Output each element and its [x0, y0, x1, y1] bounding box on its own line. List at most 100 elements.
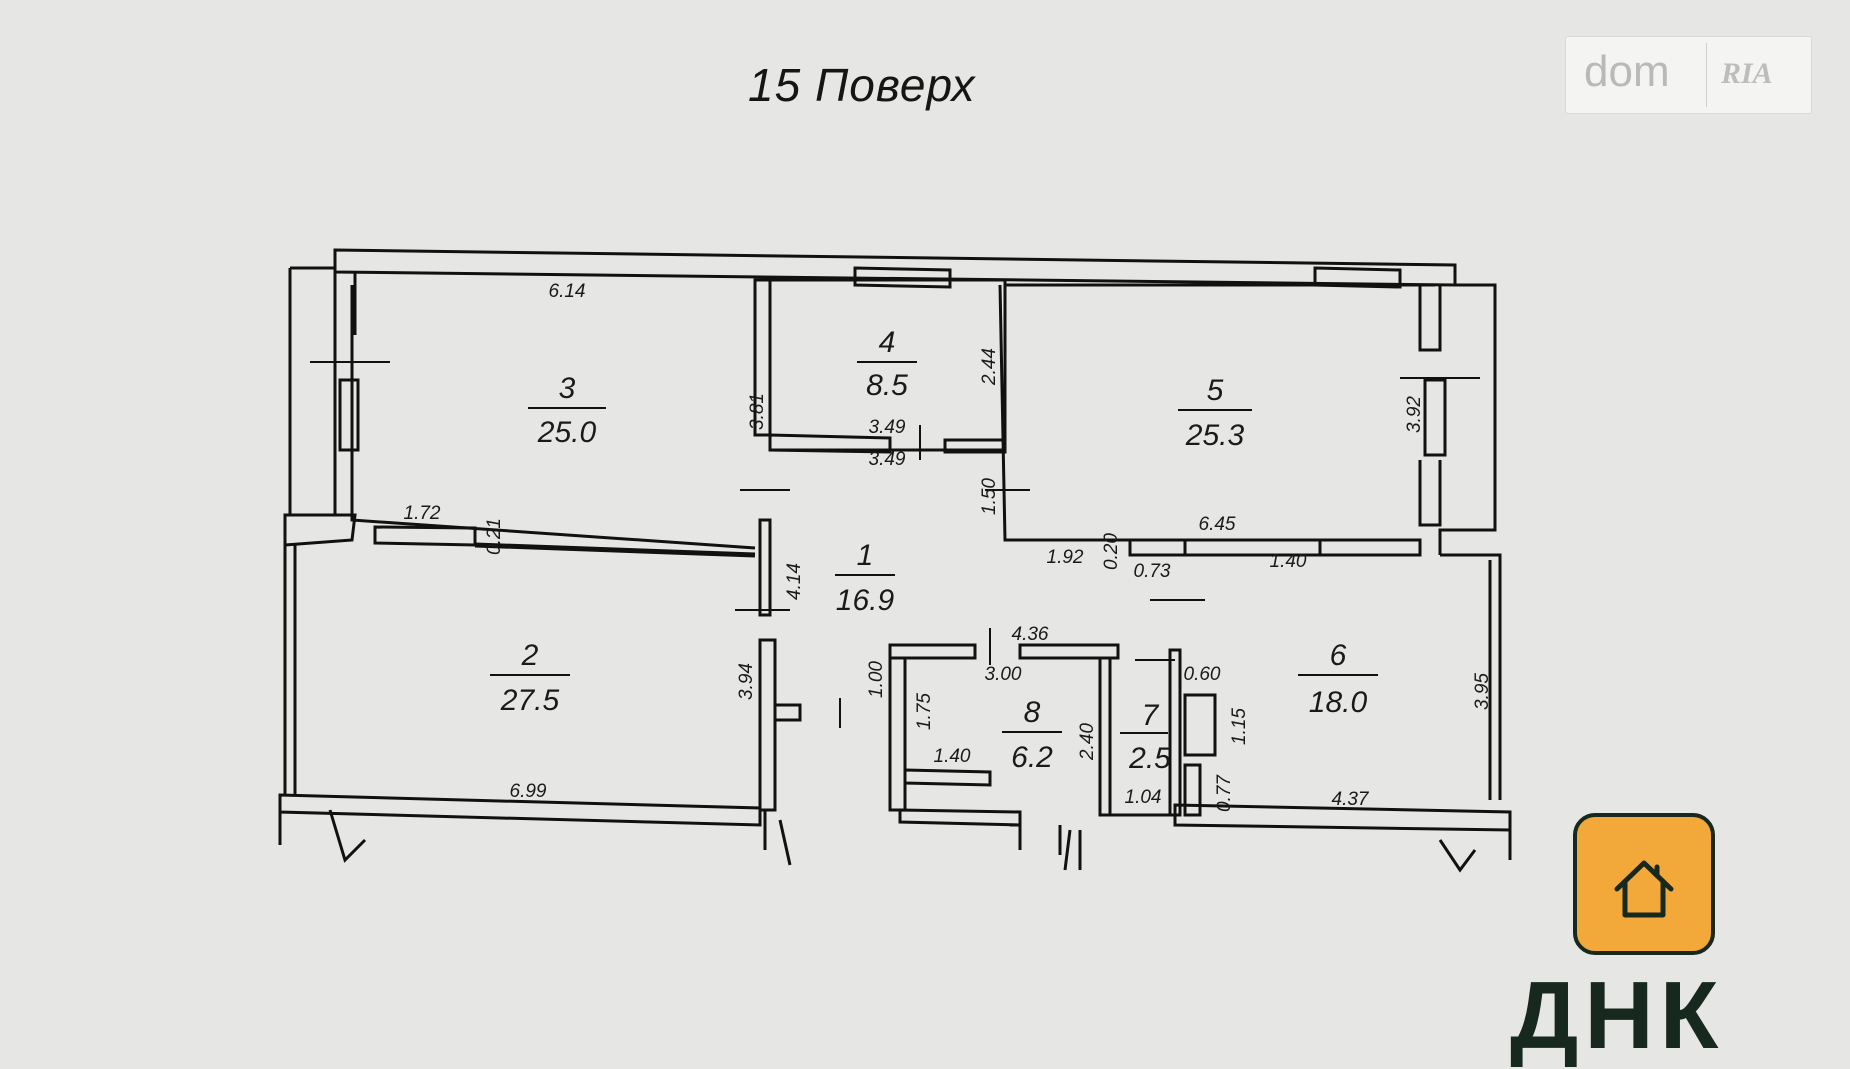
dim-1-50: 1.50 [979, 478, 1000, 515]
room6-window-right [1440, 553, 1502, 800]
room-4-label: 4 8.5 [857, 326, 917, 402]
wall-room7-right [1168, 648, 1182, 817]
door-room5 [1128, 538, 1187, 557]
dim-2-40: 2.40 [1077, 723, 1098, 761]
room-2-number: 2 [521, 639, 539, 672]
room-1-area: 16.9 [836, 584, 895, 617]
left-balcony-outline [288, 266, 337, 517]
dim-3-49-bottom: 3.49 [869, 449, 906, 470]
dim-6-45: 6.45 [1199, 514, 1236, 535]
window-room5-top [1313, 266, 1402, 289]
room-1-label: 1 16.9 [835, 539, 895, 617]
room-3-label: 3 25.0 [528, 372, 606, 449]
wall-room8-left [888, 656, 907, 812]
dim-0-20: 0.20 [1101, 533, 1122, 570]
fixture-room8 [903, 768, 992, 787]
room3-outline [350, 285, 756, 550]
dim-1-72: 1.72 [404, 503, 441, 524]
room-labels: 1 16.9 2 27.5 3 25.0 4 8.5 5 25.3 6 18.0 [490, 326, 1378, 775]
room2-window-left [283, 545, 297, 795]
window-room4 [853, 266, 952, 289]
dim-1-15: 1.15 [1229, 708, 1250, 745]
watermark-dom-text: dom [1584, 47, 1670, 96]
wall-room8-top-left [888, 643, 977, 660]
dim-1-00: 1.00 [866, 661, 887, 698]
wall-top-left-stub [333, 250, 357, 335]
wall-bottom-room8 [898, 808, 1022, 827]
dim-1-04: 1.04 [1125, 787, 1162, 808]
room-2-label: 2 27.5 [490, 639, 570, 717]
wall-room3-room4 [753, 278, 772, 437]
dim-0-77: 0.77 [1214, 774, 1235, 812]
door-room2-hall [758, 518, 772, 617]
room-4-number: 4 [879, 326, 896, 359]
dim-1-40-bottom: 1.40 [934, 746, 971, 767]
floor-plan: 1 16.9 2 27.5 3 25.0 4 8.5 5 25.3 6 18.0 [278, 248, 1512, 873]
left-window [338, 378, 360, 452]
dim-3-92: 3.92 [1404, 396, 1425, 433]
room-3-area: 25.0 [537, 416, 597, 449]
room-5-number: 5 [1207, 374, 1224, 407]
room-7-area: 2.5 [1128, 742, 1171, 775]
dim-6-14: 6.14 [549, 281, 586, 302]
dim-3-81: 3.81 [747, 393, 768, 430]
window-left-mid [373, 525, 477, 547]
room-8-area: 6.2 [1011, 741, 1053, 774]
bottom-room8-break [1010, 823, 1062, 855]
dim-0-73: 0.73 [1134, 561, 1171, 582]
right-balcony-outline [1438, 283, 1497, 555]
bottom-mid-break [763, 810, 792, 866]
wall-room4-bottom-left [768, 433, 892, 454]
door-markers [310, 361, 1480, 728]
room5-outline [998, 283, 1435, 542]
watermark-ria-text: RIA [1721, 57, 1773, 90]
dnk-logo-badge [1573, 813, 1715, 955]
dnk-logo-text: ДНК [1510, 962, 1725, 1069]
room4-outline [770, 278, 1007, 452]
shaft-box [1183, 693, 1217, 757]
room-6-label: 6 18.0 [1298, 639, 1378, 719]
dim-2-44: 2.44 [979, 348, 1000, 386]
house-icon [1614, 860, 1674, 918]
bottom-left-break [278, 809, 367, 863]
bottom-right-break [1438, 830, 1512, 873]
shaft-small [1183, 763, 1202, 817]
room-8-label: 8 6.2 [1002, 696, 1062, 774]
dim-3-94: 3.94 [736, 663, 757, 700]
dim-3-49-top: 3.49 [869, 417, 906, 438]
wall-right-piers [1418, 285, 1442, 527]
wall-room8-room7 [1098, 656, 1112, 817]
room-3-number: 3 [559, 372, 576, 405]
room-5-label: 5 25.3 [1178, 374, 1252, 452]
dim-3-95: 3.95 [1472, 673, 1493, 710]
dim-1-92: 1.92 [1047, 547, 1084, 568]
dim-4-36: 4.36 [1012, 624, 1049, 645]
dim-1-40-right: 1.40 [1270, 551, 1307, 572]
window-room5-bottom [1318, 538, 1422, 557]
bottom-center-lines [1063, 829, 1082, 871]
room-6-number: 6 [1330, 639, 1347, 672]
dim-6-99: 6.99 [510, 781, 547, 802]
dim-0-60: 0.60 [1184, 664, 1221, 685]
wall-room2-room3 [474, 542, 756, 558]
walls [278, 248, 1512, 873]
watermark-divider [1706, 43, 1707, 107]
dim-0-21: 0.21 [484, 518, 505, 555]
dim-4-14: 4.14 [784, 563, 805, 600]
wall-room2-hall-lower [758, 638, 777, 812]
wall-bottom-left [278, 793, 762, 827]
wall-left-mid [283, 513, 357, 547]
dim-4-37: 4.37 [1332, 789, 1370, 810]
floor-title: 15 Поверх [748, 59, 976, 111]
right-window [1423, 378, 1447, 457]
wall-room8-top-right [1018, 643, 1120, 660]
wall-stub-hall [773, 703, 802, 722]
dim-3-00: 3.00 [985, 664, 1022, 685]
room-5-area: 25.3 [1185, 419, 1245, 452]
room-8-number: 8 [1024, 696, 1041, 729]
room-2-area: 27.5 [500, 684, 560, 717]
room-6-area: 18.0 [1309, 686, 1368, 719]
wall-room4-bottom-right [943, 438, 1007, 454]
watermark-dom-ria: dom RIA [1565, 36, 1812, 114]
room-4-area: 8.5 [866, 369, 908, 402]
